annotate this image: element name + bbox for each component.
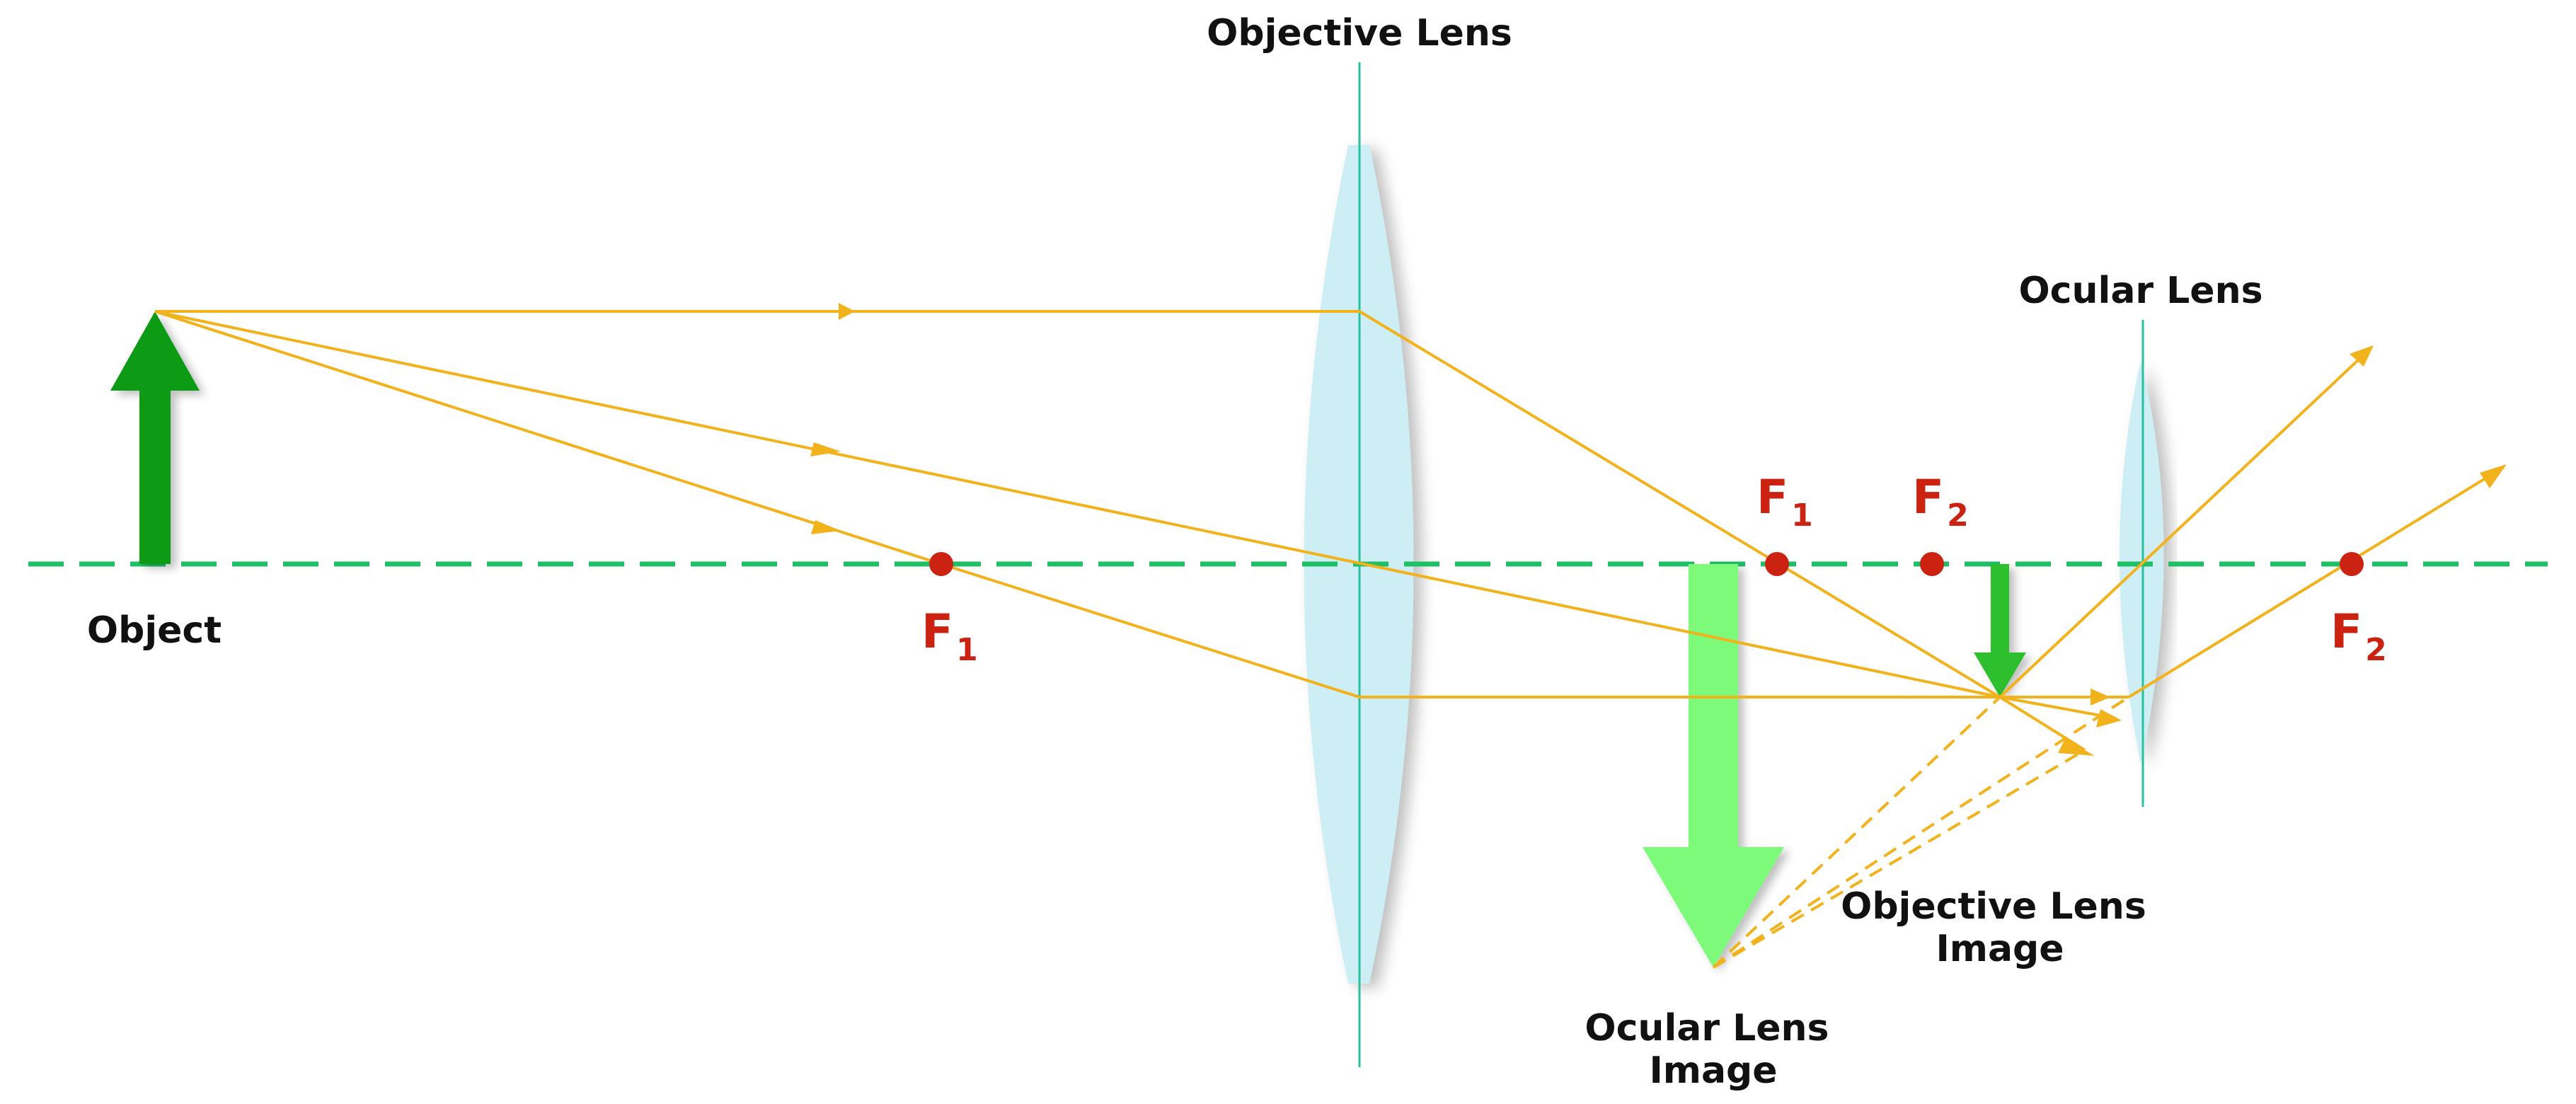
- ray-near-ocular: [1999, 696, 2117, 720]
- ray-arrowhead: [810, 442, 841, 456]
- focal-point-ocular-back: [2340, 552, 2364, 576]
- light-rays: [154, 310, 2505, 752]
- focal-label-ocular-front: F2: [1912, 470, 1969, 534]
- focal-point-objective-front: [929, 552, 953, 576]
- ray-exit-upper: [1999, 347, 2372, 698]
- ocular-lens-image-arrow: [1643, 564, 1784, 967]
- ray-extension-1: [1999, 696, 2086, 752]
- virtual-ray: [1712, 749, 2086, 969]
- ray-arrowhead: [811, 520, 841, 534]
- ray-arrowhead: [2058, 739, 2095, 756]
- ray-arrowhead: [2096, 709, 2122, 728]
- ocular-lens-label: Ocular Lens: [2018, 270, 2262, 312]
- focal-point-objective-back: [1765, 552, 1789, 576]
- objective-lens-label: Objective Lens: [1207, 12, 1512, 54]
- focal-points: [929, 552, 2364, 576]
- objective-lens-image-arrow: [1974, 564, 2026, 697]
- ray-arrowhead: [839, 303, 855, 320]
- focal-label-ocular-back: F2: [2330, 604, 2387, 668]
- ray-arrowhead: [2480, 464, 2507, 488]
- objective-lens-image-label: Objective Lens Image: [1841, 885, 2159, 970]
- ray-arrowhead: [2091, 689, 2110, 706]
- ray-exit-lower: [2127, 466, 2505, 698]
- ray-central: [154, 310, 2001, 698]
- object-arrow: [110, 311, 200, 564]
- virtual-rays: [1712, 696, 2130, 969]
- ray-arrowhead: [2350, 345, 2374, 367]
- focal-point-ocular-front: [1920, 552, 1944, 576]
- ray-focal: [154, 310, 2000, 698]
- virtual-ray: [1712, 696, 2130, 969]
- ray-arrowheads: [810, 303, 2507, 756]
- ocular-lens-image-label: Ocular Lens Image: [1585, 1007, 1841, 1092]
- virtual-ray: [1712, 696, 2001, 969]
- focal-label-objective-front: F1: [921, 604, 978, 668]
- focal-label-objective-back: F1: [1756, 470, 1813, 534]
- object-label: Object: [87, 609, 222, 652]
